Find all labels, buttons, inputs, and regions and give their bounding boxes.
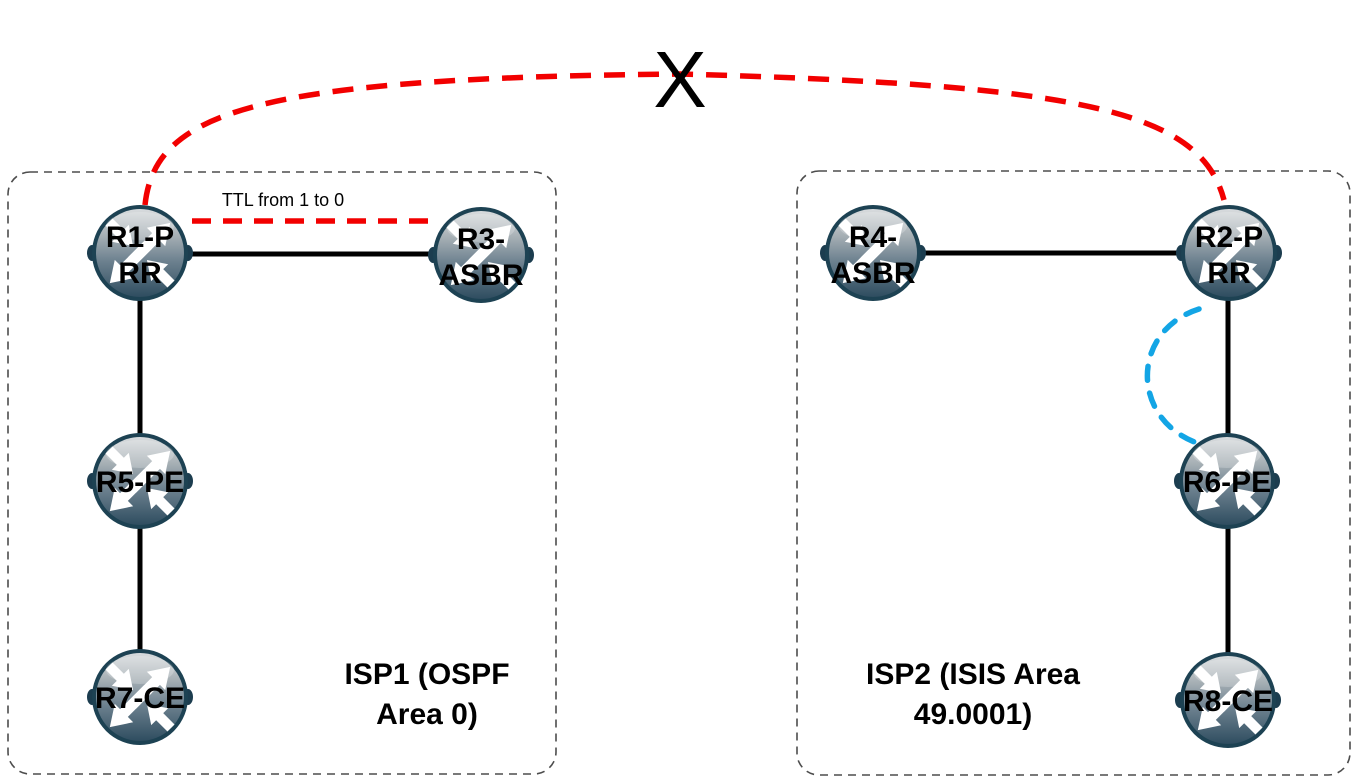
isp1-label-line2: Area 0) <box>376 698 478 731</box>
isp2-label-line2: 49.0001) <box>914 698 1032 731</box>
router-label-r1-line2: RR <box>118 257 162 290</box>
router-label-r8: R8-CE <box>1183 685 1273 718</box>
router-label-r3-line2: ASBR <box>438 259 523 292</box>
isp1-boundary-box <box>7 171 557 775</box>
isp1-region-label: ISP1 (OSPF Area 0) <box>344 658 509 731</box>
router-r1-p-rr: R1-P RR <box>85 205 195 301</box>
router-r2-p-rr: R2-P RR <box>1174 205 1284 301</box>
isp2-boundary-box <box>796 170 1351 776</box>
router-label-r1-line1: R1-P <box>106 221 174 254</box>
router-label-r4-line2: ASBR <box>830 257 915 290</box>
router-r4-asbr: R4- ASBR <box>818 205 928 301</box>
router-label-r7: R7-CE <box>95 682 185 715</box>
ttl-label: TTL from 1 to 0 <box>222 190 344 210</box>
router-r6-pe: R6-PE <box>1172 433 1282 529</box>
router-label-r3-line1: R3- <box>457 223 505 256</box>
isp1-label-line1: ISP1 (OSPF <box>344 658 509 691</box>
isp2-region-label: ISP2 (ISIS Area 49.0001) <box>866 658 1080 731</box>
router-r3-asbr: R3- ASBR <box>426 207 536 303</box>
router-r8-ce: R8-CE <box>1173 652 1283 748</box>
router-label-r4-line1: R4- <box>849 221 897 254</box>
router-label-r5: R5-PE <box>96 466 184 499</box>
router-label-r2-line2: RR <box>1207 257 1251 290</box>
broken-session-arc <box>142 71 1227 206</box>
router-r5-pe: R5-PE <box>85 433 195 529</box>
router-r7-ce: R7-CE <box>85 649 195 745</box>
ibgp-session-arc <box>1144 306 1203 447</box>
router-label-r6: R6-PE <box>1183 466 1271 499</box>
isp2-label-line1: ISP2 (ISIS Area <box>866 658 1080 691</box>
router-label-r2-line1: R2-P <box>1195 221 1263 254</box>
broken-link-x-mark: X <box>653 35 706 124</box>
